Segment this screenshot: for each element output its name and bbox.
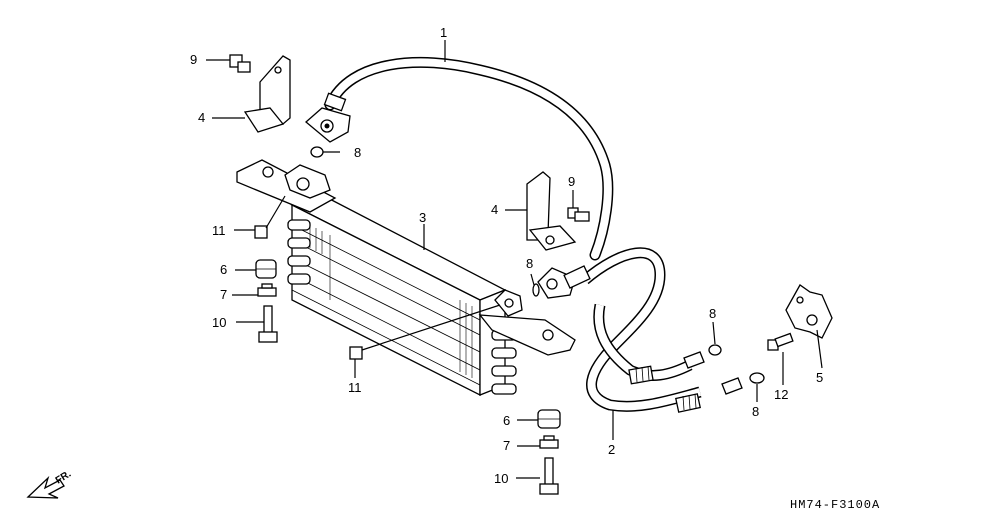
- bolt-10-b: [539, 457, 559, 495]
- callout-6-left: 6: [220, 262, 227, 277]
- leader-lines: [206, 40, 823, 479]
- bolt-12: [767, 332, 794, 351]
- callout-9-right: 9: [568, 174, 575, 189]
- callout-8-b: 8: [526, 256, 533, 271]
- oil-cooler-hose-upper: [304, 56, 614, 261]
- callout-6-right: 6: [503, 413, 510, 428]
- o-ring-8-b: [532, 283, 540, 297]
- callout-4-right: 4: [491, 202, 498, 217]
- callout-7-right: 7: [503, 438, 510, 453]
- diagram-code: HM74-F3100A: [790, 498, 880, 512]
- cooler-bracket-right: [526, 171, 577, 251]
- callout-12: 12: [774, 387, 788, 402]
- callout-11-right: 11: [348, 380, 362, 395]
- collar-7-a: [257, 283, 277, 297]
- cooler-stay-bracket: [785, 284, 833, 339]
- callout-labels: 1 2 3 4 4 5 6 6 7 7 8 8 8 8 9 9 10 10 11…: [190, 25, 823, 486]
- callout-8-c: 8: [709, 306, 716, 321]
- callout-5: 5: [816, 370, 823, 385]
- front-direction-arrow: FR.: [26, 469, 73, 499]
- callout-11-left: 11: [212, 223, 226, 238]
- collar-7-b: [539, 435, 559, 449]
- cooler-bracket-left: [243, 55, 291, 133]
- grommet-6-b: [537, 409, 561, 429]
- bolt-9-left: [229, 54, 251, 73]
- callout-8-a: 8: [354, 145, 361, 160]
- callout-2: 2: [608, 442, 615, 457]
- bolt-10-a: [258, 305, 278, 343]
- bolt-11-b: [349, 304, 501, 360]
- o-ring-8-a: [310, 146, 324, 158]
- bolt-9-right: [567, 207, 590, 222]
- oil-cooler: [236, 159, 576, 397]
- o-ring-8-c: [708, 344, 722, 356]
- bolt-11-a: [254, 195, 286, 239]
- o-ring-8-d: [749, 372, 765, 384]
- grommet-6-a: [255, 259, 277, 279]
- callout-4-left: 4: [198, 110, 205, 125]
- callout-7-left: 7: [220, 287, 227, 302]
- callout-1: 1: [440, 25, 447, 40]
- callout-10-right: 10: [494, 471, 508, 486]
- callout-10-left: 10: [212, 315, 226, 330]
- callout-8-d: 8: [752, 404, 759, 419]
- callout-3: 3: [419, 210, 426, 225]
- oil-cooler-hose-lower: [537, 247, 743, 413]
- callout-9-left: 9: [190, 52, 197, 67]
